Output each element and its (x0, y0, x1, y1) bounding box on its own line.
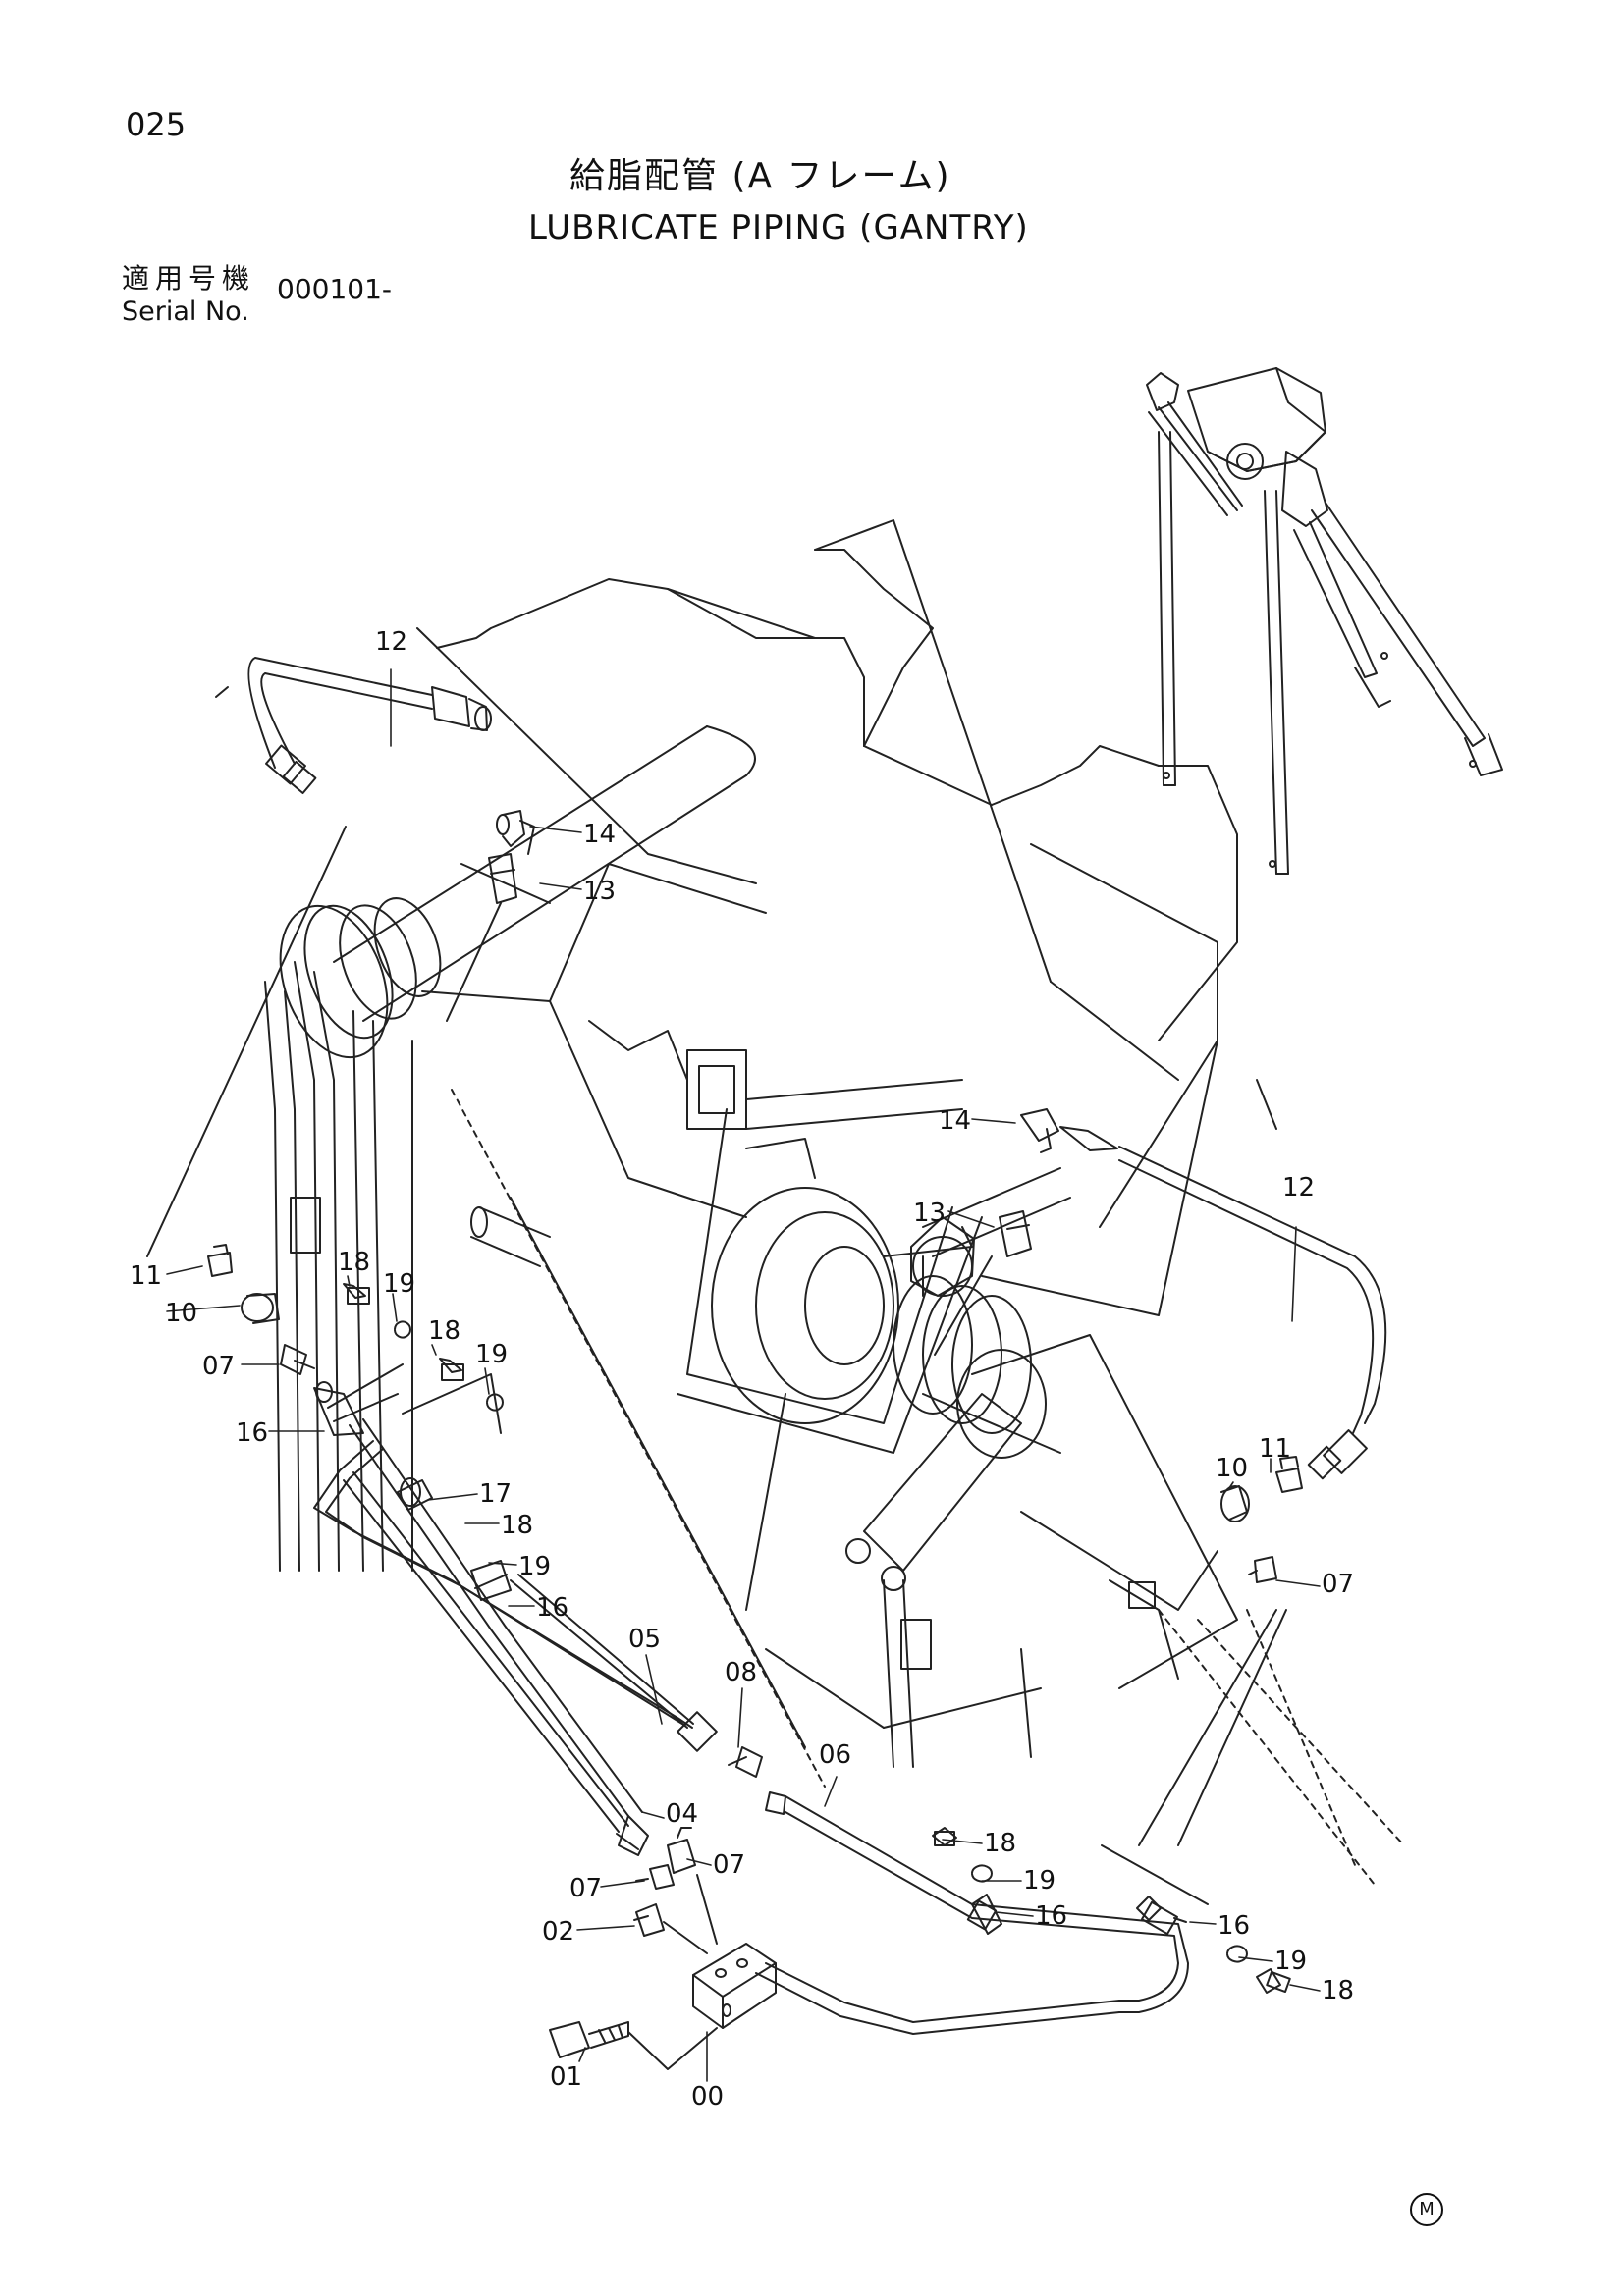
hose-12-right (934, 1108, 1387, 1480)
overview-inset (1146, 367, 1503, 875)
part-callouts: 12 14 13 14 13 12 11 10 07 16 18 19 18 1… (130, 627, 1354, 2111)
callout-16: 16 (1218, 1911, 1250, 1941)
callout-10: 10 (1216, 1454, 1248, 1483)
fittings-right (1138, 1456, 1303, 1846)
maker-mark: M (1410, 2193, 1443, 2226)
callout-18: 18 (501, 1511, 533, 1540)
callout-14: 14 (939, 1106, 971, 1136)
serial-number-range: 000101- (277, 273, 392, 305)
callout-18: 18 (984, 1829, 1016, 1858)
support-lines (451, 1089, 1405, 1886)
callout-04: 04 (666, 1799, 698, 1829)
upper-cross-tube (264, 725, 756, 1572)
callout-11: 11 (1259, 1434, 1291, 1464)
fittings-lower-right (932, 1827, 1291, 1994)
callout-14: 14 (583, 820, 616, 849)
callout-01: 01 (550, 2062, 582, 2092)
callout-19: 19 (475, 1340, 508, 1369)
callout-19: 19 (383, 1269, 415, 1299)
callout-16: 16 (536, 1593, 568, 1623)
center-pivot-assembly (677, 1049, 1238, 1768)
callout-06: 06 (819, 1740, 851, 1770)
callout-18: 18 (1322, 1976, 1354, 2005)
callout-12: 12 (1282, 1173, 1315, 1202)
callout-leaders (166, 668, 1321, 2082)
callout-08: 08 (725, 1658, 757, 1687)
title-english: LUBRICATE PIPING (GANTRY) (528, 208, 1029, 247)
callout-07: 07 (1322, 1570, 1354, 1599)
callout-13: 13 (583, 877, 616, 906)
callout-16: 16 (236, 1418, 268, 1448)
callout-00: 00 (691, 2082, 724, 2111)
callout-13: 13 (913, 1199, 946, 1228)
callout-16: 16 (1035, 1901, 1067, 1931)
callout-11: 11 (130, 1261, 162, 1291)
lower-piping (313, 1418, 1189, 2035)
callout-10: 10 (165, 1299, 197, 1328)
callout-07: 07 (713, 1850, 745, 1880)
serial-label-japanese: 適用号機 (122, 262, 256, 294)
hose-12-left (146, 657, 492, 1257)
callout-02: 02 (542, 1917, 574, 1947)
callout-19: 19 (1274, 1947, 1307, 1976)
fittings-left (207, 1244, 504, 1436)
callout-18: 18 (338, 1248, 370, 1277)
serial-label-english: Serial No. (122, 296, 249, 327)
callout-07: 07 (569, 1874, 602, 1903)
callout-18: 18 (428, 1316, 460, 1346)
frame-body (416, 519, 1277, 1611)
title-japanese: 給脂配管 (A フレーム) (569, 156, 951, 196)
fittings-upper-left (446, 810, 535, 1022)
callout-17: 17 (479, 1479, 512, 1509)
callout-05: 05 (628, 1625, 661, 1654)
callout-07: 07 (202, 1352, 235, 1381)
callout-12: 12 (375, 627, 407, 657)
callout-19: 19 (1023, 1866, 1056, 1896)
callout-19: 19 (518, 1552, 551, 1581)
page-number: 025 (126, 106, 187, 143)
manifold-block (549, 1827, 777, 2070)
